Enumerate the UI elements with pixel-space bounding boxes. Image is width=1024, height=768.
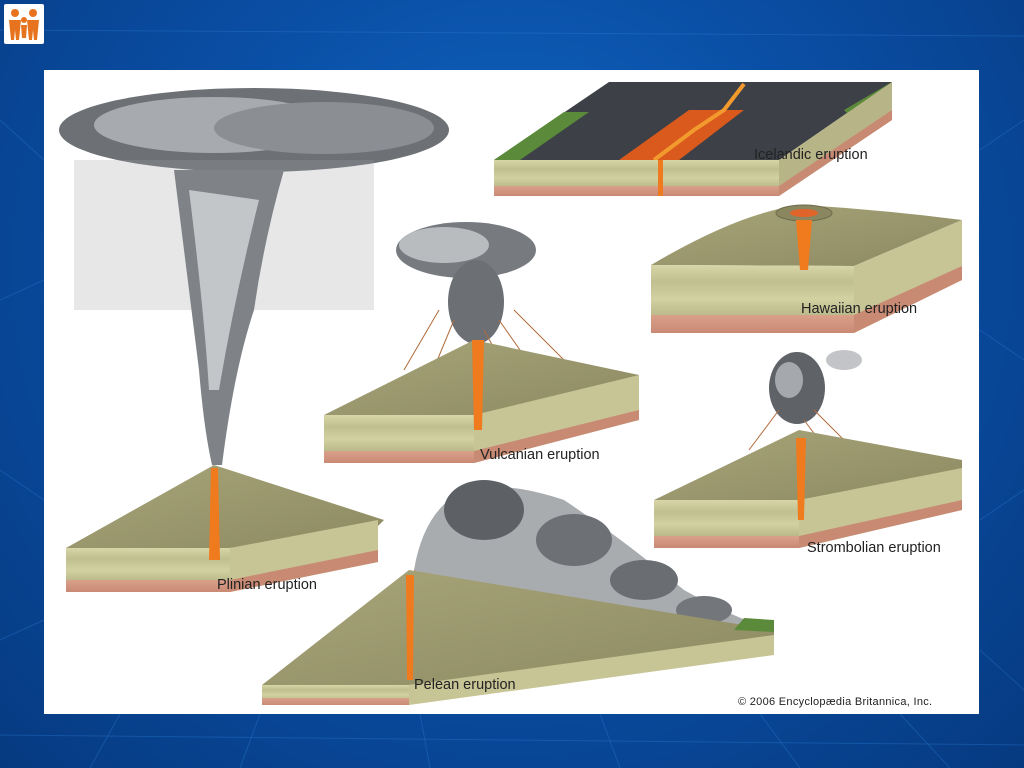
vulcanian-volcano (324, 340, 639, 463)
label-plinian-eruption: Plinian eruption (217, 577, 317, 593)
family-people-icon (9, 9, 39, 40)
logo (4, 4, 44, 44)
label-strombolian-eruption: Strombolian eruption (807, 540, 941, 556)
eruption-types-diagram: Icelandic eruption Hawaiian eruption Vul… (44, 70, 979, 714)
pelean-volcano (262, 570, 774, 705)
hawaiian-block (651, 204, 962, 333)
vulcanian-cloud (396, 222, 565, 386)
copyright-credit: © 2006 Encyclopædia Britannica, Inc. (738, 696, 933, 708)
plinian-volcano (66, 465, 384, 592)
icelandic-block (494, 82, 892, 196)
label-icelandic-eruption: Icelandic eruption (754, 147, 868, 163)
diagram-artwork (59, 82, 962, 705)
plinian-column (59, 88, 449, 465)
label-hawaiian-eruption: Hawaiian eruption (801, 301, 918, 317)
label-pelean-eruption: Pelean eruption (414, 677, 516, 693)
label-vulcanian-eruption: Vulcanian eruption (480, 447, 600, 463)
strombolian-volcano (654, 430, 962, 548)
strombolian-cloud (748, 350, 862, 461)
